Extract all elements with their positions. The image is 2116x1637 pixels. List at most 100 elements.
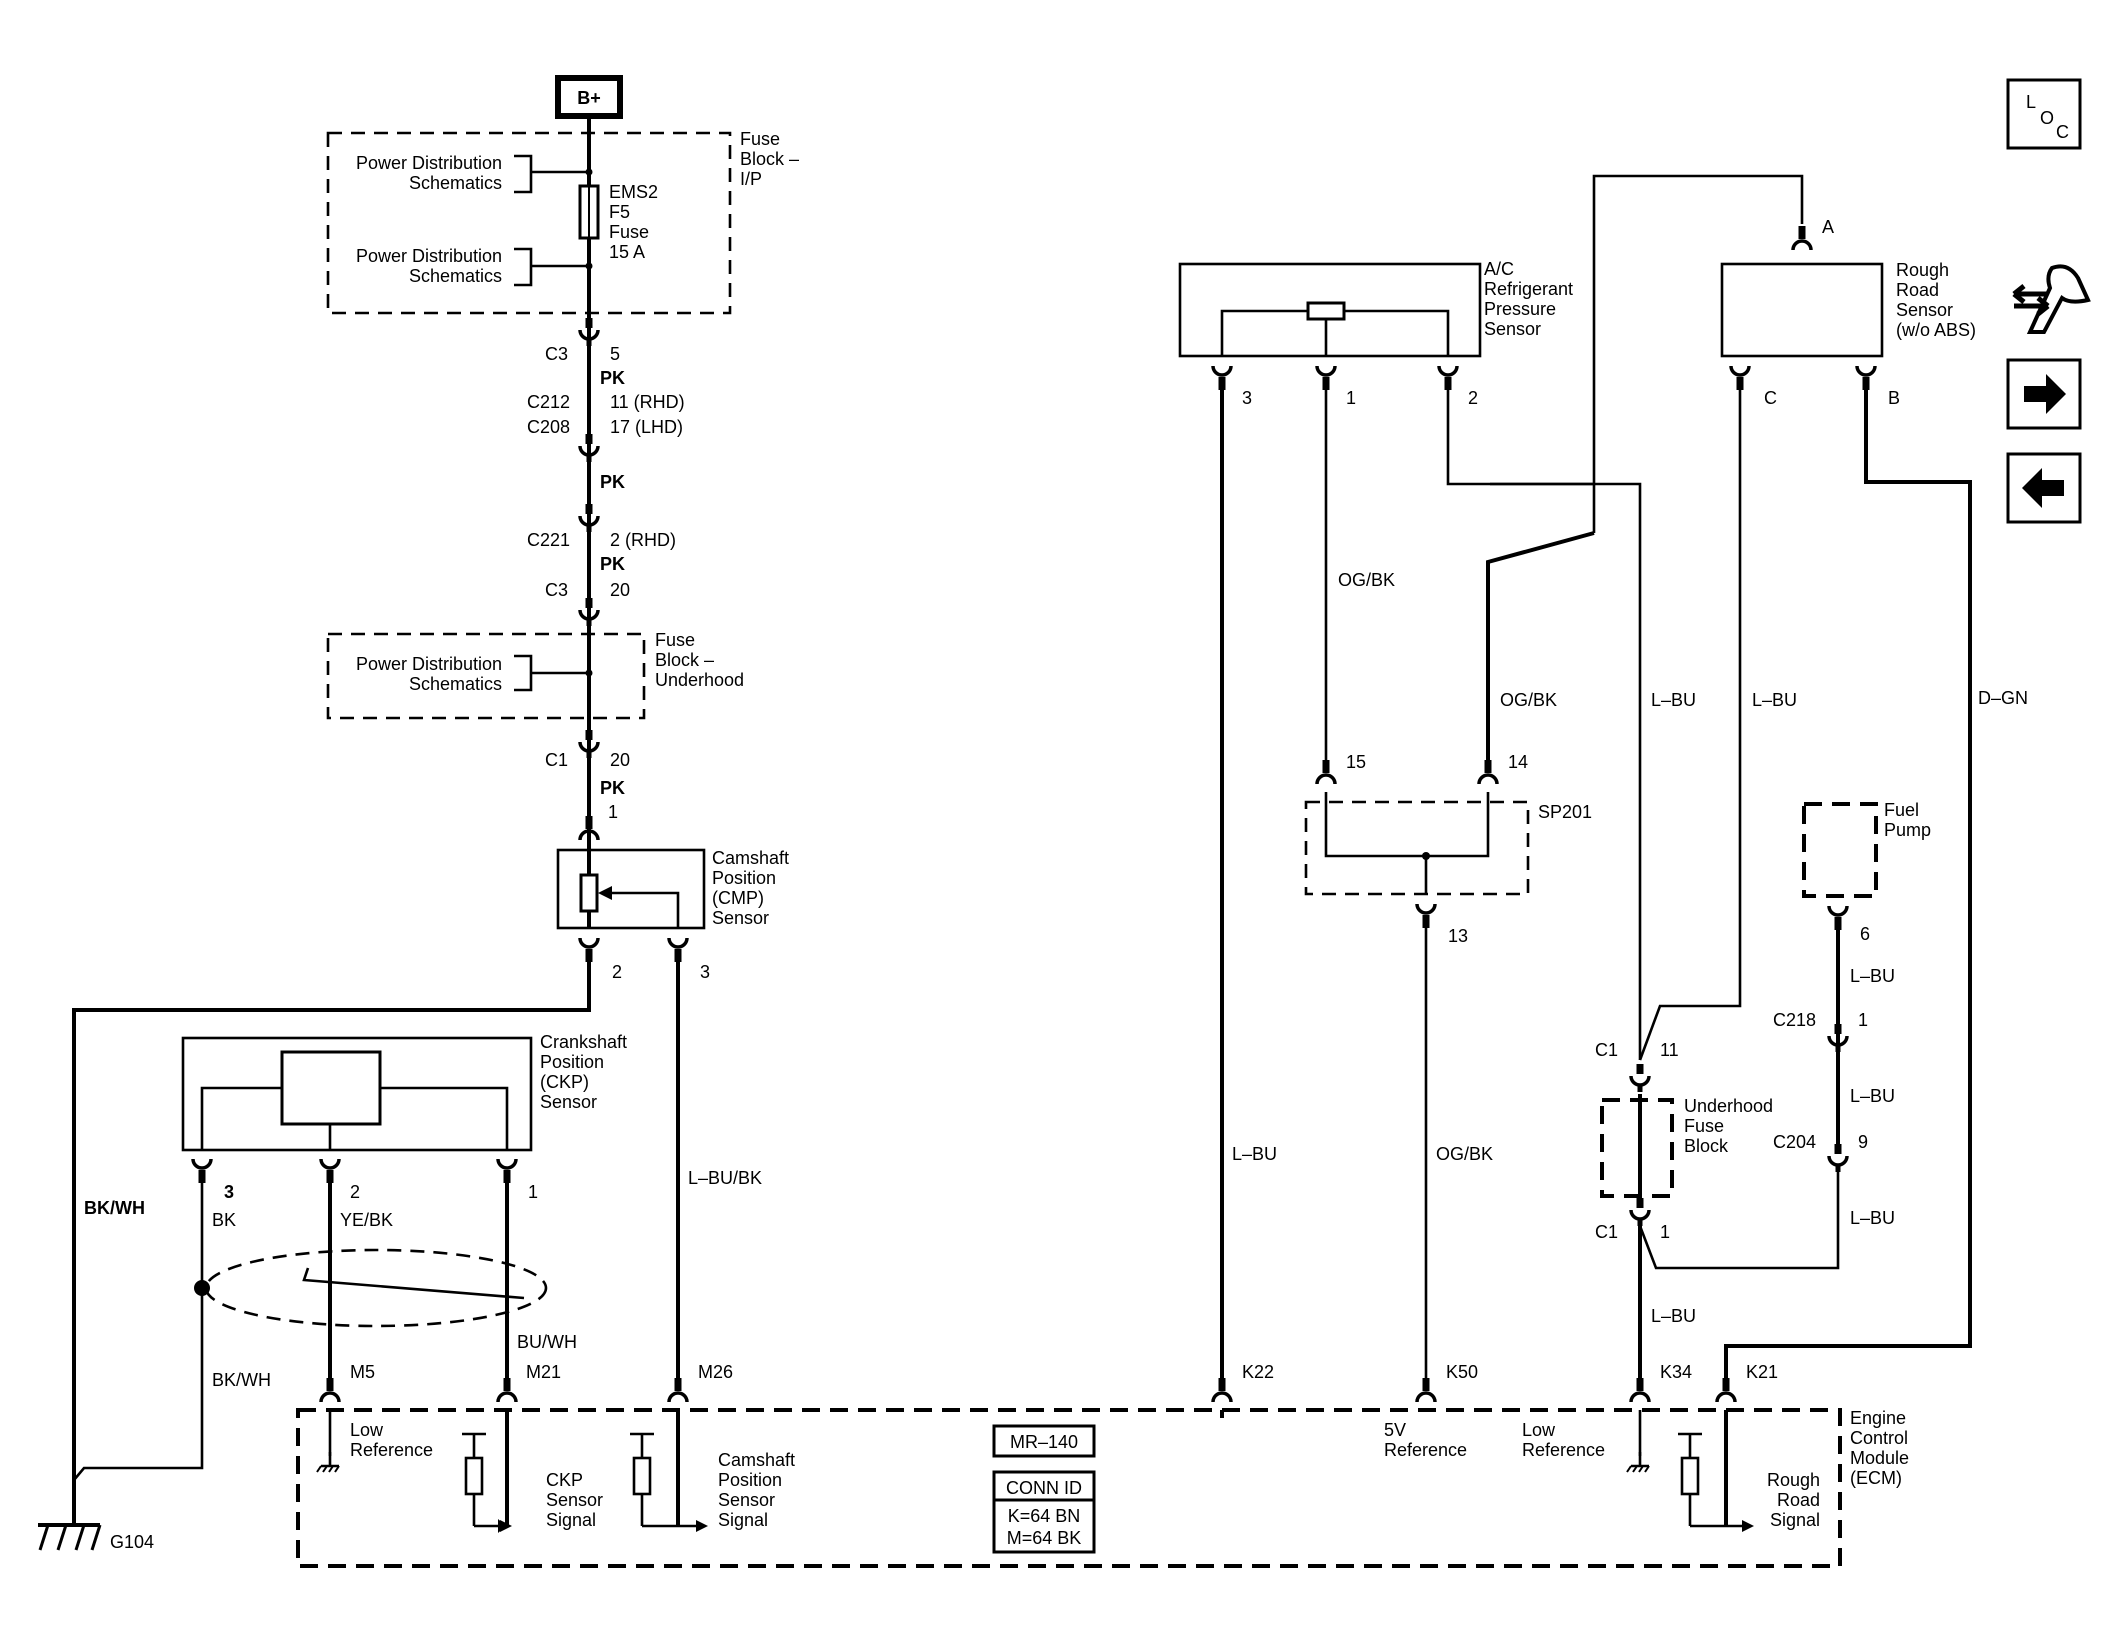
svg-text:(ECM): (ECM) [1850, 1468, 1902, 1488]
svg-text:Sensor: Sensor [540, 1092, 597, 1112]
svg-text:Sensor: Sensor [718, 1490, 775, 1510]
svg-text:Signal: Signal [718, 1510, 768, 1530]
svg-text:PK: PK [600, 778, 625, 798]
svg-text:Block –: Block – [740, 149, 799, 169]
svg-text:Reference: Reference [350, 1440, 433, 1460]
wrench-arrows-icon[interactable] [2012, 264, 2091, 334]
svg-text:A: A [1822, 217, 1834, 237]
svg-text:L–BU: L–BU [1651, 690, 1696, 710]
wire-bkwh-ground [72, 962, 591, 1512]
svg-text:I/P: I/P [740, 169, 762, 189]
svg-text:M21: M21 [526, 1362, 561, 1382]
svg-text:11: 11 [1660, 1040, 1679, 1060]
svg-text:Position: Position [540, 1052, 604, 1072]
svg-text:B: B [1888, 388, 1900, 408]
ac-pressure-sensor: A/C Refrigerant Pressure Sensor 3 1 2 [1178, 259, 1573, 408]
pds-ref-2: Power Distribution [356, 246, 502, 266]
svg-text:L–BU: L–BU [1850, 1086, 1895, 1106]
svg-text:Sensor: Sensor [712, 908, 769, 928]
ckp-sensor-box [181, 1036, 533, 1152]
svg-text:15: 15 [1346, 752, 1366, 772]
wire-ogbk-14 [1486, 531, 1595, 770]
wire-color-pk: PK [600, 368, 625, 388]
svg-text:Fuse: Fuse [1684, 1116, 1724, 1136]
wire-bk-shield [73, 1183, 204, 1481]
shield-ellipse [204, 1248, 548, 1328]
svg-text:(CKP): (CKP) [540, 1072, 589, 1092]
fuse-rating: 15 A [609, 242, 645, 262]
battery-label: B+ [577, 88, 601, 108]
svg-text:2: 2 [1468, 388, 1478, 408]
svg-text:L–BU: L–BU [1850, 966, 1895, 986]
wire-ac-to-rough-a [1446, 174, 1804, 486]
svg-text:Sensor: Sensor [1896, 300, 1953, 320]
svg-text:3: 3 [224, 1182, 234, 1202]
svg-text:(CMP): (CMP) [712, 888, 764, 908]
svg-text:Control: Control [1850, 1428, 1908, 1448]
svg-text:C204: C204 [1773, 1132, 1816, 1152]
svg-text:L–BU: L–BU [1651, 1306, 1696, 1326]
svg-text:Refrigerant: Refrigerant [1484, 279, 1573, 299]
svg-text:Block: Block [1684, 1136, 1729, 1156]
svg-text:YE/BK: YE/BK [340, 1210, 393, 1230]
svg-text:C221: C221 [527, 530, 570, 550]
loc-icon[interactable]: L O C [2006, 78, 2082, 150]
svg-text:F5: F5 [609, 202, 630, 222]
fuel-pump: Fuel Pump 6 L–BU C218 1 L–BU C204 9 L–BU [1773, 800, 1931, 1228]
svg-text:C3: C3 [545, 344, 568, 364]
svg-text:11 (RHD): 11 (RHD) [610, 392, 685, 412]
svg-text:G104: G104 [110, 1532, 154, 1552]
svg-text:3: 3 [1242, 388, 1252, 408]
arrow-right-icon[interactable] [2006, 358, 2082, 430]
svg-text:Fuse: Fuse [609, 222, 649, 242]
svg-text:Road: Road [1896, 280, 1939, 300]
svg-text:2: 2 [612, 962, 622, 982]
wire-dgn-k21 [1724, 390, 1972, 1378]
svg-text:Low: Low [350, 1420, 384, 1440]
fuse-block-underhood [326, 632, 646, 720]
svg-text:K50: K50 [1446, 1362, 1478, 1382]
svg-text:Reference: Reference [1384, 1440, 1467, 1460]
cmp-sensor: Camshaft Position (CMP) Sensor 2 3 [556, 848, 789, 982]
svg-text:Sensor: Sensor [1484, 319, 1541, 339]
svg-text:17 (LHD): 17 (LHD) [610, 417, 683, 437]
svg-text:3: 3 [700, 962, 710, 982]
svg-text:Signal: Signal [1770, 1510, 1820, 1530]
svg-text:14: 14 [1508, 752, 1528, 772]
underhood-fuse-block: C1 11 Underhood Fuse Block C1 1 [1595, 1040, 1773, 1242]
svg-text:K21: K21 [1746, 1362, 1778, 1382]
svg-text:A/C: A/C [1484, 259, 1514, 279]
svg-text:2 (RHD): 2 (RHD) [610, 530, 676, 550]
svg-text:C218: C218 [1773, 1010, 1816, 1030]
power-supply-chain: B+ Fuse Block – I/P EMS2 F5 Fuse 15 A Po… [326, 75, 799, 890]
svg-text:C1: C1 [1595, 1222, 1618, 1242]
wire-lbu-rough-c [1638, 390, 1742, 1061]
svg-text:C1: C1 [545, 750, 568, 770]
arrow-left-icon[interactable] [2006, 452, 2082, 524]
svg-text:Reference: Reference [1522, 1440, 1605, 1460]
ecm-box [296, 1408, 1842, 1568]
svg-text:BK/WH: BK/WH [84, 1198, 145, 1218]
wire-lbu-left [1594, 482, 1642, 1060]
svg-text:1: 1 [528, 1182, 538, 1202]
svg-text:Schematics: Schematics [409, 674, 502, 694]
svg-text:Low: Low [1522, 1420, 1556, 1440]
fuse-block-ip [326, 131, 732, 315]
svg-text:5V: 5V [1384, 1420, 1406, 1440]
svg-text:K34: K34 [1660, 1362, 1692, 1382]
splice-sp201: 15 14 SP201 13 [1304, 752, 1592, 946]
svg-text:L–BU: L–BU [1850, 1208, 1895, 1228]
svg-text:20: 20 [610, 580, 630, 600]
svg-text:SP201: SP201 [1538, 802, 1592, 822]
svg-text:1: 1 [1858, 1010, 1868, 1030]
svg-text:Camshaft: Camshaft [718, 1450, 795, 1470]
ground-g104: G104 [38, 1512, 154, 1552]
svg-text:20: 20 [610, 750, 630, 770]
svg-text:M=64 BK: M=64 BK [1007, 1528, 1082, 1548]
svg-text:L–BU: L–BU [1232, 1144, 1277, 1164]
svg-text:5: 5 [610, 344, 620, 364]
svg-text:(w/o ABS): (w/o ABS) [1896, 320, 1976, 340]
pds-ref-1: Power Distribution [356, 153, 502, 173]
svg-text:C: C [1764, 388, 1777, 408]
